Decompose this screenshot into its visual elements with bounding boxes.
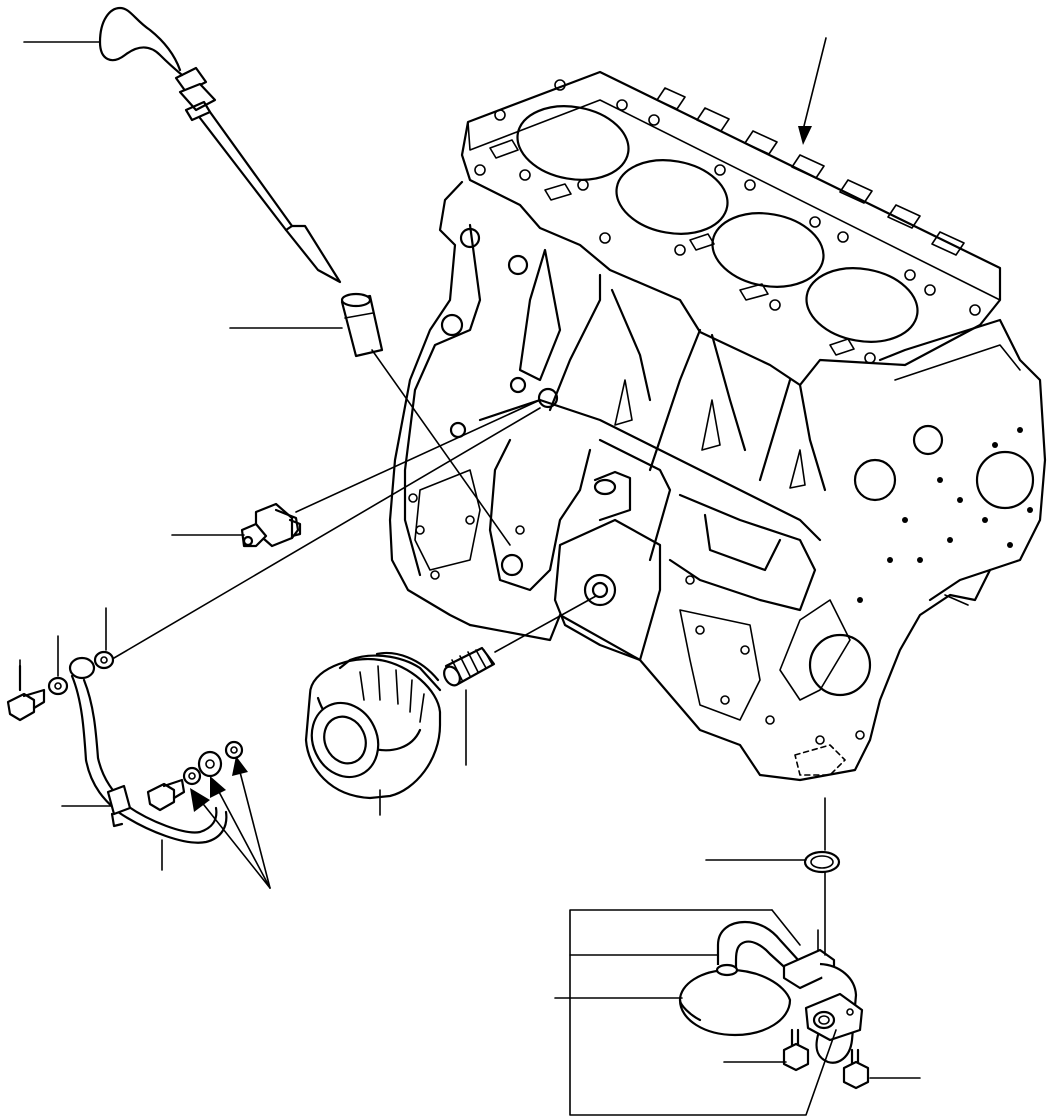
strainer-bolt — [782, 1028, 870, 1090]
o-ring — [803, 850, 841, 874]
reference-arrows — [190, 37, 827, 889]
oil-pipe — [68, 656, 228, 844]
strainer-group-bracket — [569, 909, 837, 1116]
cylinder-block — [388, 70, 1047, 782]
dipstick — [98, 6, 342, 284]
assembly-lines — [113, 349, 826, 956]
leader-lines — [19, 41, 921, 1079]
dipstick-guide-tube — [340, 292, 384, 358]
oil-pressure-switch — [240, 502, 302, 548]
oil-pipe-washer — [47, 650, 244, 786]
oil-pipe-bolt — [6, 664, 186, 812]
oil-strainer — [678, 920, 864, 1064]
oil-filter — [304, 652, 442, 800]
oil-filter-stud — [443, 646, 496, 687]
